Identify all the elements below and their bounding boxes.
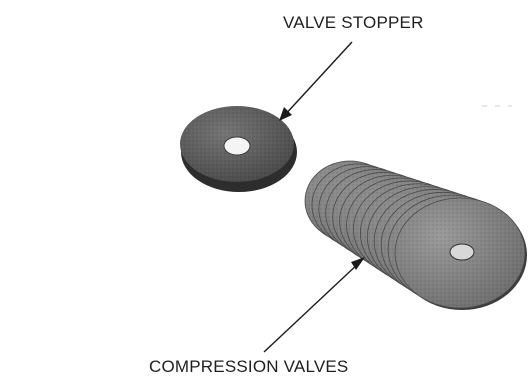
compression-valve-stack <box>305 161 527 310</box>
valve-stopper <box>180 106 297 192</box>
compression-valve-hole <box>450 244 474 260</box>
valve-stopper-leader <box>279 42 352 121</box>
compression-valves-leader <box>264 257 365 352</box>
valve-stopper-hole <box>224 137 250 155</box>
compression-valves-label: COMPRESSION VALVES <box>149 357 348 377</box>
valve-stopper-label: VALVE STOPPER <box>283 13 424 33</box>
